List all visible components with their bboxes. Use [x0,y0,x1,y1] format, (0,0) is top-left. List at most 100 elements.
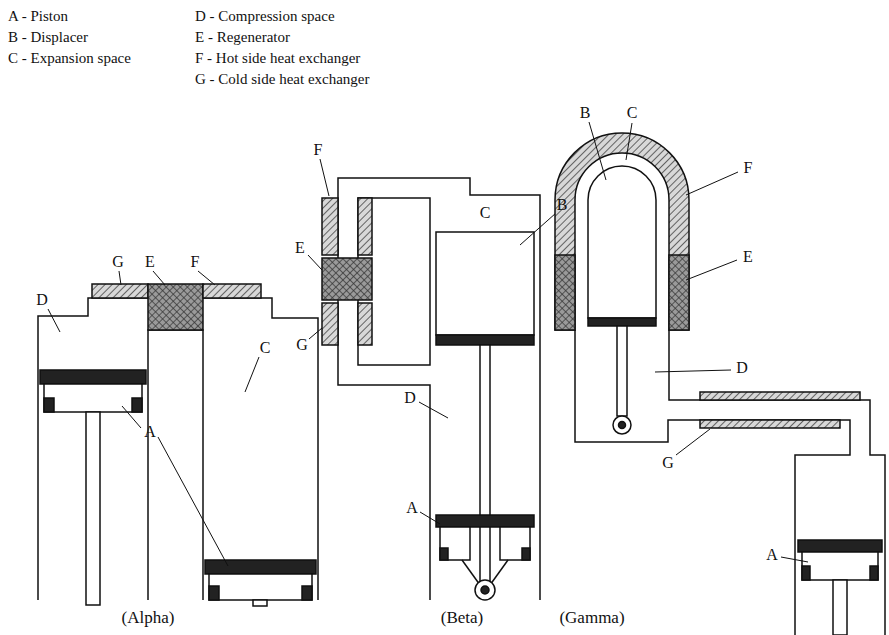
callout-letter: A [406,499,418,517]
callout-letter: G [112,253,124,271]
leader-line [520,213,556,245]
leader-line [153,271,165,285]
piston-ring [302,586,312,600]
callout-letter: F [744,159,753,177]
crank [613,416,631,434]
leader-line [119,271,121,285]
piston-ring [802,566,810,580]
piston-crown [798,540,882,552]
piston-rod [833,580,847,635]
callout-letter: C [480,204,491,222]
piston-rod [253,600,267,606]
key-entry: A - Piston [8,8,68,25]
cylinder-wall [669,330,885,635]
leader-line [309,328,322,339]
alpha-engine [38,284,318,606]
piston-ring [440,548,448,560]
key-entry: B - Displacer [8,29,88,46]
leader-line [48,309,60,332]
key-entry: E - Regenerator [195,29,290,46]
piston-body [802,552,878,580]
callout-letter: D [404,389,416,407]
leader-line [48,271,259,566]
leader-line [419,402,448,418]
callout-letter: A [766,546,778,564]
callout-letter: F [191,253,200,271]
piston-body [44,384,142,412]
gamma-engine [555,133,885,635]
key-entry: G - Cold side heat exchanger [195,71,370,88]
key-entry: C - Expansion space [8,50,131,67]
cylinder-wall [148,330,203,600]
displacer-plate [436,335,534,345]
piston-ring [209,586,219,600]
hot-heat-exchanger [555,133,689,330]
regenerator [148,284,203,330]
piston-ring [870,566,878,580]
cold-heat-exchanger [700,392,860,400]
leader-line [320,159,329,196]
crank [619,422,626,429]
piston-rod [86,412,100,605]
piston-ring [522,548,530,560]
hot-heat-exchanger [322,198,338,255]
displacer-rod [480,345,490,583]
leader-line [245,357,259,392]
leader-line [589,122,808,562]
key-entry: F - Hot side heat exchanger [195,50,360,67]
cold-heat-exchanger [322,303,338,345]
callout-letter: E [145,253,155,271]
piston-body [500,527,530,560]
piston-crown [436,515,534,527]
cold-heat-exchanger [358,303,372,345]
piston-crown [40,370,146,384]
callout-letter: G [296,336,308,354]
regenerator [555,255,575,330]
callout-letter: C [260,339,271,357]
piston-body [209,574,312,600]
cylinder-wall [38,298,318,600]
leader-line [626,123,632,160]
displacer-plate [588,318,656,326]
cold-heat-exchanger [92,284,148,298]
displacer-rod [617,326,627,416]
leader-line [655,370,731,372]
leader-line [158,437,228,566]
figure-caption: (Beta) [441,609,483,628]
crank [475,580,495,600]
callout-letter: D [36,291,48,309]
piston-ring [132,398,142,412]
hot-heat-exchanger [203,284,261,298]
callout-letter: E [295,239,305,257]
connecting-rod [462,560,480,585]
piston-body [440,527,470,560]
cold-heat-exchanger [700,420,840,428]
hot-heat-exchanger [358,198,372,255]
leader-line [122,406,141,428]
leader-line [686,260,737,280]
piston-ring [44,398,54,412]
regenerator [669,255,689,330]
callout-letter: B [557,196,568,214]
connecting-rod [490,560,508,585]
displacer [588,166,656,318]
callout-letter: D [736,359,748,377]
callout-letter: C [627,104,638,122]
piston-crown [205,560,316,574]
leader-line [781,557,808,562]
leader-line [420,512,440,524]
leader-line [686,172,738,195]
callout-letter: F [314,141,323,159]
callout-letter: B [580,104,591,122]
callout-letter: G [662,454,674,472]
callout-letter: E [743,248,753,266]
figure-caption: (Gamma) [559,609,624,628]
key-entry: D - Compression space [195,8,335,25]
leader-line [308,255,322,270]
crank [481,586,489,594]
beta-engine [322,178,540,600]
leader-line [308,159,556,524]
